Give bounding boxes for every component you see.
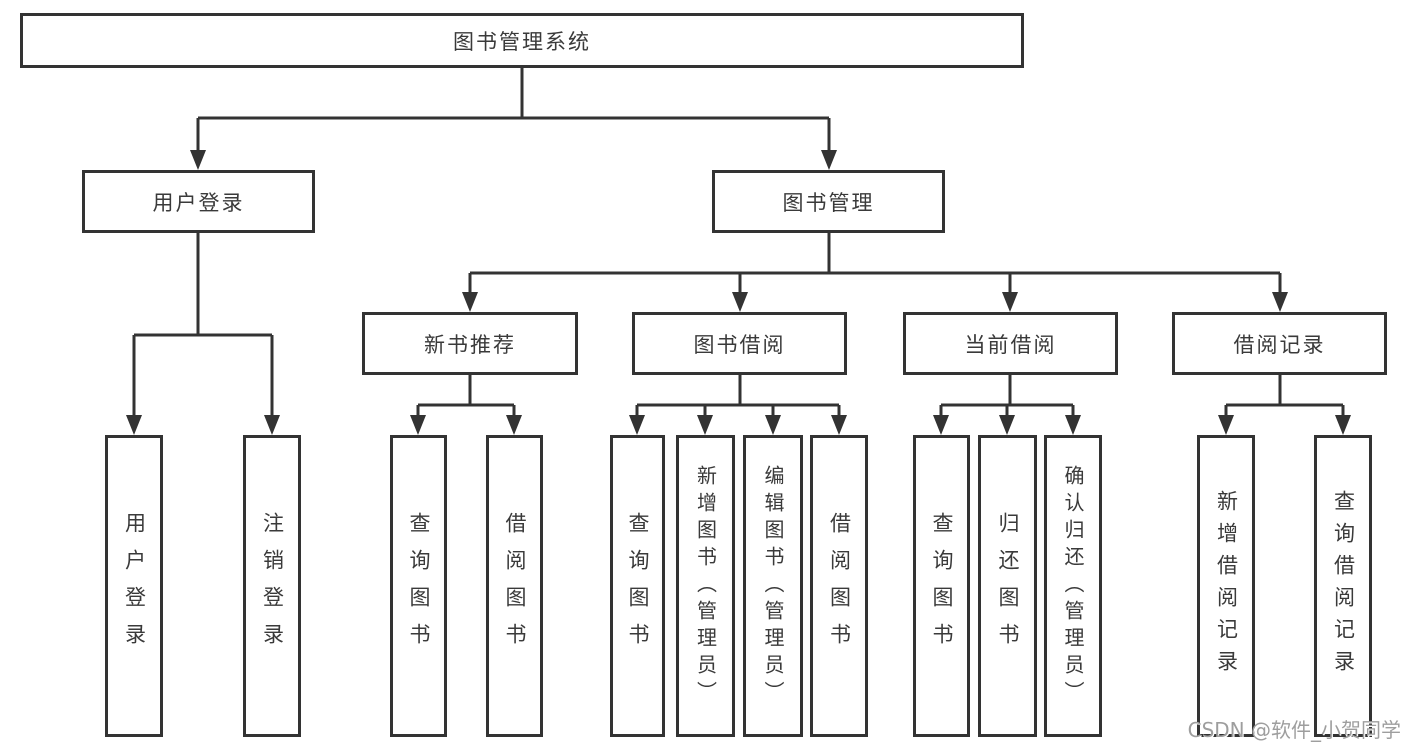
leaf-user-login: 用户登录 — [105, 435, 163, 737]
node-book-management: 图书管理 — [712, 170, 945, 233]
leaf-borrow-books: 借阅图书 — [810, 435, 868, 737]
arrowheads — [126, 150, 1351, 435]
leaf-query-books-current: 查询图书 — [913, 435, 970, 737]
node-label: 新书推荐 — [424, 332, 516, 357]
leaf-return-books: 归还图书 — [978, 435, 1037, 737]
leaf-logout: 注销登录 — [243, 435, 301, 737]
node-label: 用户登录 — [122, 512, 147, 660]
node-label: 当前借阅 — [964, 332, 1057, 357]
node-label: 图书管理系统 — [453, 29, 591, 54]
node-label: 归还图书 — [996, 512, 1020, 660]
leaf-query-books-recommend: 查询图书 — [390, 435, 447, 737]
leaf-add-books-admin: 新增图书（管理员） — [676, 435, 735, 737]
node-current-borrowing: 当前借阅 — [903, 312, 1118, 375]
leaf-query-borrow-record: 查询借阅记录 — [1314, 435, 1372, 737]
node-label: 用户登录 — [152, 190, 245, 215]
node-label: 注销登录 — [260, 512, 285, 660]
node-label: 新增图书（管理员） — [693, 464, 718, 708]
node-label: 查询图书 — [930, 512, 954, 660]
node-label: 查询图书 — [407, 512, 431, 660]
node-label: 编辑图书（管理员） — [761, 464, 785, 708]
node-library-management-system: 图书管理系统 — [20, 13, 1024, 68]
leaf-borrow-books-recommend: 借阅图书 — [486, 435, 543, 737]
node-new-book-recommendation: 新书推荐 — [362, 312, 578, 375]
node-label: 图书借阅 — [693, 332, 786, 357]
leaf-confirm-return-admin: 确认归还（管理员） — [1044, 435, 1102, 737]
csdn-watermark: CSDN @软件_小贺同学 — [1187, 718, 1401, 742]
node-label: 查询借阅记录 — [1331, 490, 1356, 682]
node-borrowing-records: 借阅记录 — [1172, 312, 1387, 375]
node-label: 借阅记录 — [1233, 332, 1326, 357]
node-label: 图书管理 — [782, 190, 875, 215]
leaf-query-books-borrowing: 查询图书 — [610, 435, 665, 737]
node-label: 借阅图书 — [827, 512, 852, 660]
node-user-login: 用户登录 — [82, 170, 315, 233]
node-book-borrowing: 图书借阅 — [632, 312, 847, 375]
leaf-add-borrow-record: 新增借阅记录 — [1197, 435, 1255, 737]
node-label: 借阅图书 — [503, 512, 527, 660]
node-label: 查询图书 — [626, 512, 650, 660]
node-label: 新增借阅记录 — [1214, 490, 1239, 682]
leaf-edit-books-admin: 编辑图书（管理员） — [743, 435, 803, 737]
node-label: 确认归还（管理员） — [1061, 464, 1085, 708]
